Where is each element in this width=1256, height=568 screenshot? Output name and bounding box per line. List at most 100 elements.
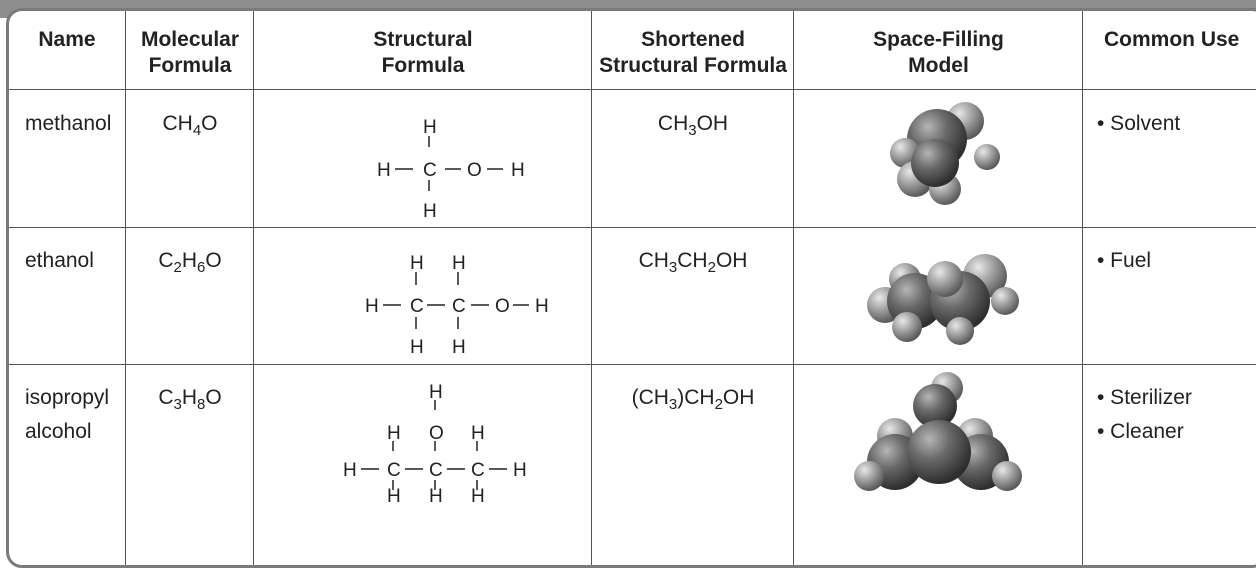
row-isopropyl-molecular: C3H8O	[127, 381, 253, 417]
header-common-use: Common Use	[1104, 28, 1240, 51]
atom-h: H	[423, 201, 437, 222]
atom-h: H	[535, 296, 549, 317]
formula-subscript: 3	[173, 396, 182, 413]
row-ethanol-shortened: CH3CH2OH	[593, 244, 793, 280]
row-isopropyl-shortened: (CH3)CH2OH	[593, 381, 793, 417]
header-text: Structural	[373, 28, 473, 51]
atom-o: O	[467, 160, 482, 181]
hydrogen-atom	[992, 461, 1022, 491]
structural-svg: H H H C C O H H H	[365, 253, 549, 358]
space-filling-model-ethanol	[795, 229, 1082, 365]
use-item: • Cleaner	[1097, 420, 1184, 443]
formula-subscript: 3	[688, 122, 697, 139]
header-name: Name	[38, 28, 96, 51]
row-divider	[9, 364, 1256, 365]
atom-h: H	[452, 253, 466, 274]
space-filling-model-isopropyl	[795, 366, 1082, 506]
atom-c: C	[387, 460, 401, 481]
name-text: alcohol	[25, 420, 92, 443]
atom-c: C	[429, 460, 443, 481]
header-text: Model	[908, 54, 969, 77]
carbon-atom	[907, 420, 971, 484]
formula-subscript: 6	[197, 259, 206, 276]
formula-text: )CH	[677, 386, 715, 409]
structural-svg: H H O H H C C C H H H H	[343, 382, 527, 507]
atom-h: H	[423, 117, 437, 138]
row-ethanol-name: ethanol	[25, 244, 94, 278]
molecule-svg	[854, 372, 1022, 491]
formula-text: C	[158, 249, 174, 272]
formula-text: CH	[638, 249, 669, 272]
formula-text: CH	[657, 112, 689, 135]
atom-h: H	[365, 296, 379, 317]
column-divider	[793, 11, 794, 565]
atom-c: C	[452, 296, 466, 317]
header-text: Formula	[381, 54, 465, 77]
hydrogen-atom	[946, 317, 974, 345]
atom-h: H	[377, 160, 391, 181]
carbon-atom	[911, 139, 959, 187]
space-filling-model-methanol	[795, 91, 1082, 227]
atom-c: C	[423, 160, 437, 181]
header-molecular-formula: Molecular Formula	[127, 27, 253, 79]
atom-h: H	[410, 337, 424, 358]
molecule-svg	[867, 254, 1019, 345]
header-text: Formula	[148, 54, 232, 77]
use-item: • Solvent	[1097, 112, 1181, 135]
atom-h: H	[410, 253, 424, 274]
atom-h: H	[429, 382, 443, 403]
atom-o: O	[429, 423, 444, 444]
column-divider	[125, 11, 126, 565]
formula-text: OH	[722, 386, 755, 409]
header-text: Structural Formula	[599, 54, 787, 77]
name-text: methanol	[25, 112, 112, 135]
atom-h: H	[343, 460, 357, 481]
formula-subscript: 2	[173, 259, 182, 276]
column-divider	[253, 11, 254, 565]
formula-text: H	[181, 386, 197, 409]
structural-formula-methanol: H H C O H H	[255, 91, 591, 227]
row-methanol-molecular: CH4O	[127, 107, 253, 143]
column-divider	[591, 11, 592, 565]
structural-svg: H H C O H H	[377, 117, 525, 222]
formula-subscript: 3	[668, 396, 678, 413]
atom-h: H	[513, 460, 527, 481]
atom-h: H	[429, 486, 443, 506]
formula-subscript: 2	[714, 396, 723, 413]
molecule-svg	[890, 102, 1000, 205]
formula-text: C	[158, 386, 174, 409]
row-isopropyl-uses: • Sterilizer • Cleaner	[1097, 381, 1192, 449]
formula-text: CH	[677, 249, 708, 272]
hydrogen-atom	[991, 287, 1019, 315]
row-isopropyl-name: isopropyl alcohol	[25, 381, 109, 449]
row-ethanol-uses: • Fuel	[1097, 244, 1151, 278]
atom-c: C	[471, 460, 485, 481]
atom-h: H	[387, 486, 401, 506]
row-methanol-uses: • Solvent	[1097, 107, 1180, 141]
formula-text: O	[201, 112, 218, 135]
atom-h: H	[452, 337, 466, 358]
atom-c: C	[410, 296, 424, 317]
atom-h: H	[387, 423, 401, 444]
row-methanol-shortened: CH3OH	[593, 107, 793, 143]
atom-h: H	[511, 160, 525, 181]
name-text: ethanol	[25, 249, 94, 272]
structural-formula-ethanol: H H H C C O H H H	[255, 229, 591, 365]
structural-formula-isopropyl: H H O H H C C C H H H H	[255, 366, 591, 507]
atom-h: H	[471, 423, 485, 444]
formula-subscript: 2	[707, 259, 716, 276]
formula-text: H	[181, 249, 197, 272]
header-text: Space-Filling	[873, 28, 1004, 51]
use-item: • Fuel	[1097, 249, 1152, 272]
formula-text: (CH	[631, 386, 669, 409]
header-space-filling-model: Space-Filling Model	[795, 27, 1082, 79]
formula-subscript: 8	[197, 396, 206, 413]
row-ethanol-molecular: C2H6O	[127, 244, 253, 280]
row-divider	[9, 89, 1256, 90]
oxygen-atom	[913, 384, 957, 428]
formula-text: O	[205, 386, 222, 409]
formula-text: OH	[696, 112, 729, 135]
hydrogen-atom	[927, 261, 963, 297]
hydrogen-atom	[892, 312, 922, 342]
row-divider	[9, 227, 1256, 228]
